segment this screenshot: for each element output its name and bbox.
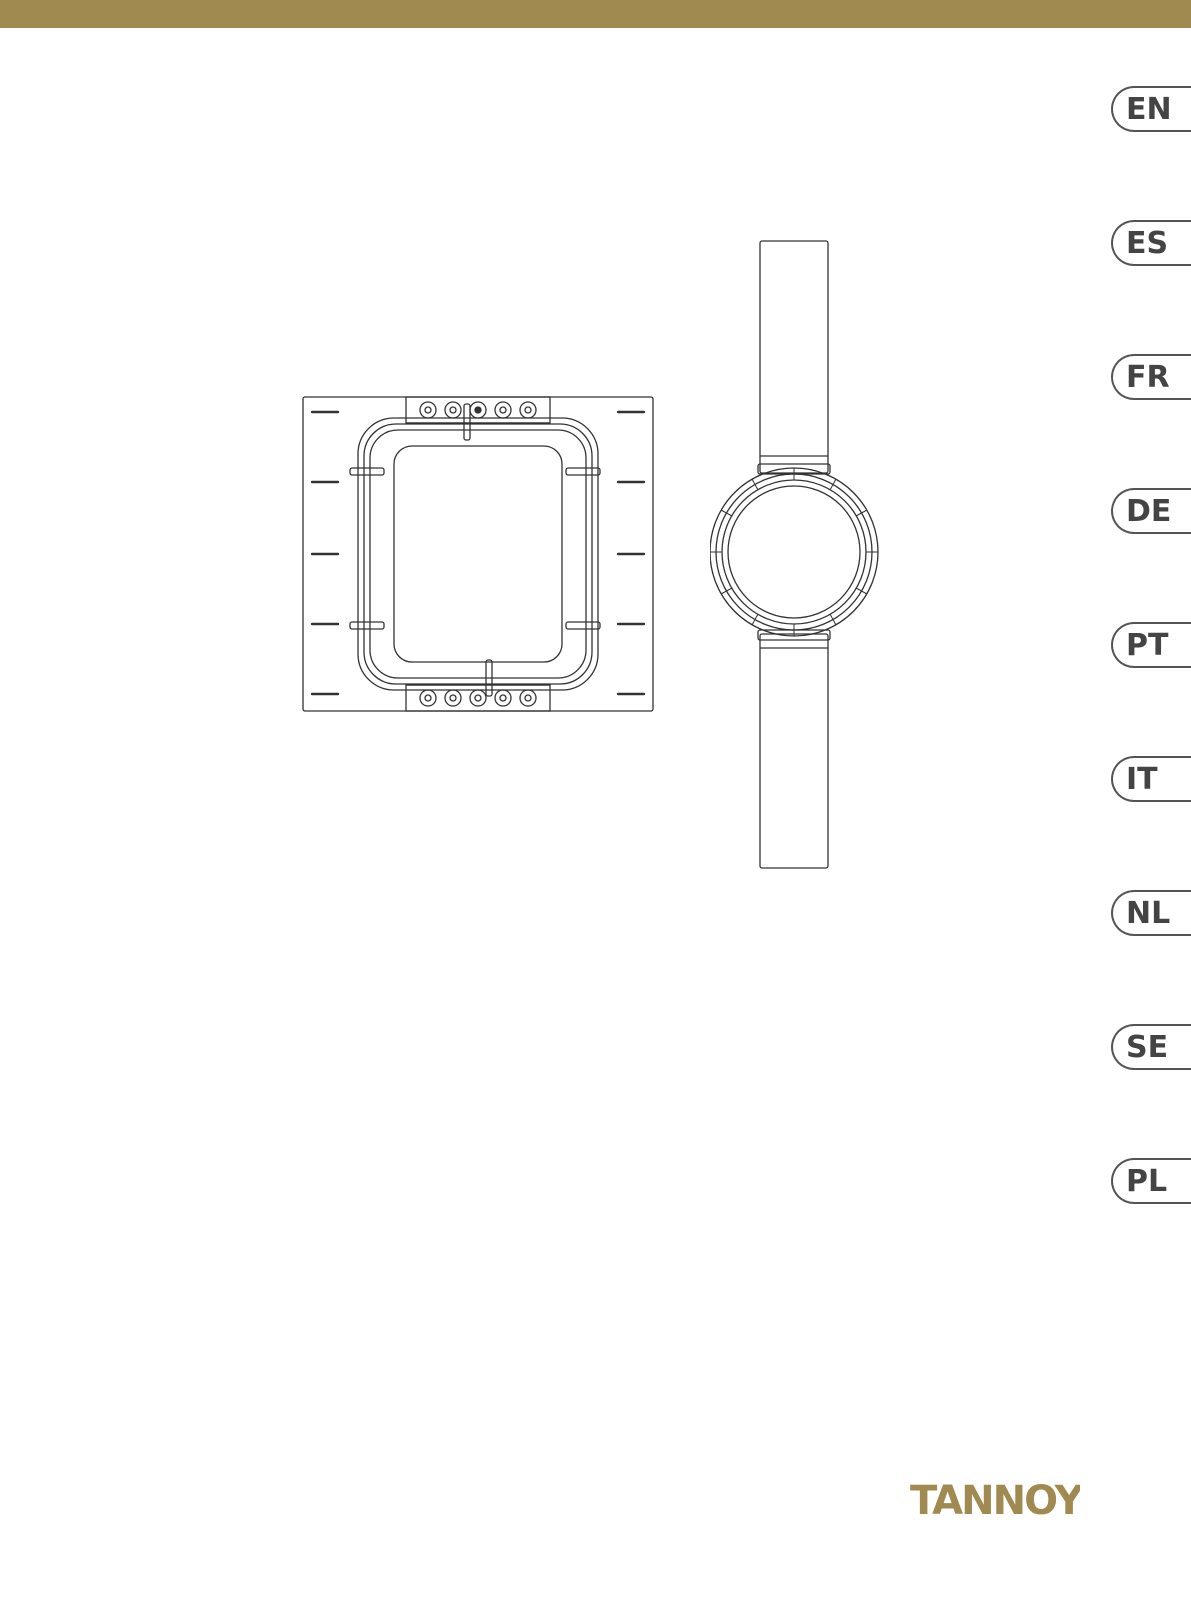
round-bracket-drawing: [710, 240, 880, 870]
lang-tab-pl[interactable]: PL: [1111, 1158, 1191, 1204]
header-color-bar: [0, 0, 1191, 28]
bottom-screw-icons: [420, 690, 536, 706]
svg-text:TANNOY: TANNOY: [910, 1480, 1080, 1520]
lang-tab-es[interactable]: ES: [1111, 220, 1191, 266]
lang-tab-en[interactable]: EN: [1111, 86, 1191, 132]
lang-tab-fr[interactable]: FR: [1111, 354, 1191, 400]
lang-tab-nl[interactable]: NL: [1111, 890, 1191, 936]
square-bracket-drawing: [302, 396, 654, 712]
lang-tab-de[interactable]: DE: [1111, 488, 1191, 534]
lang-tab-se[interactable]: SE: [1111, 1024, 1191, 1070]
tannoy-logo: TANNOY: [910, 1480, 1080, 1520]
top-screw-icons: [420, 402, 536, 418]
lang-tab-pt[interactable]: PT: [1111, 622, 1191, 668]
lang-tab-it[interactable]: IT: [1111, 756, 1191, 802]
